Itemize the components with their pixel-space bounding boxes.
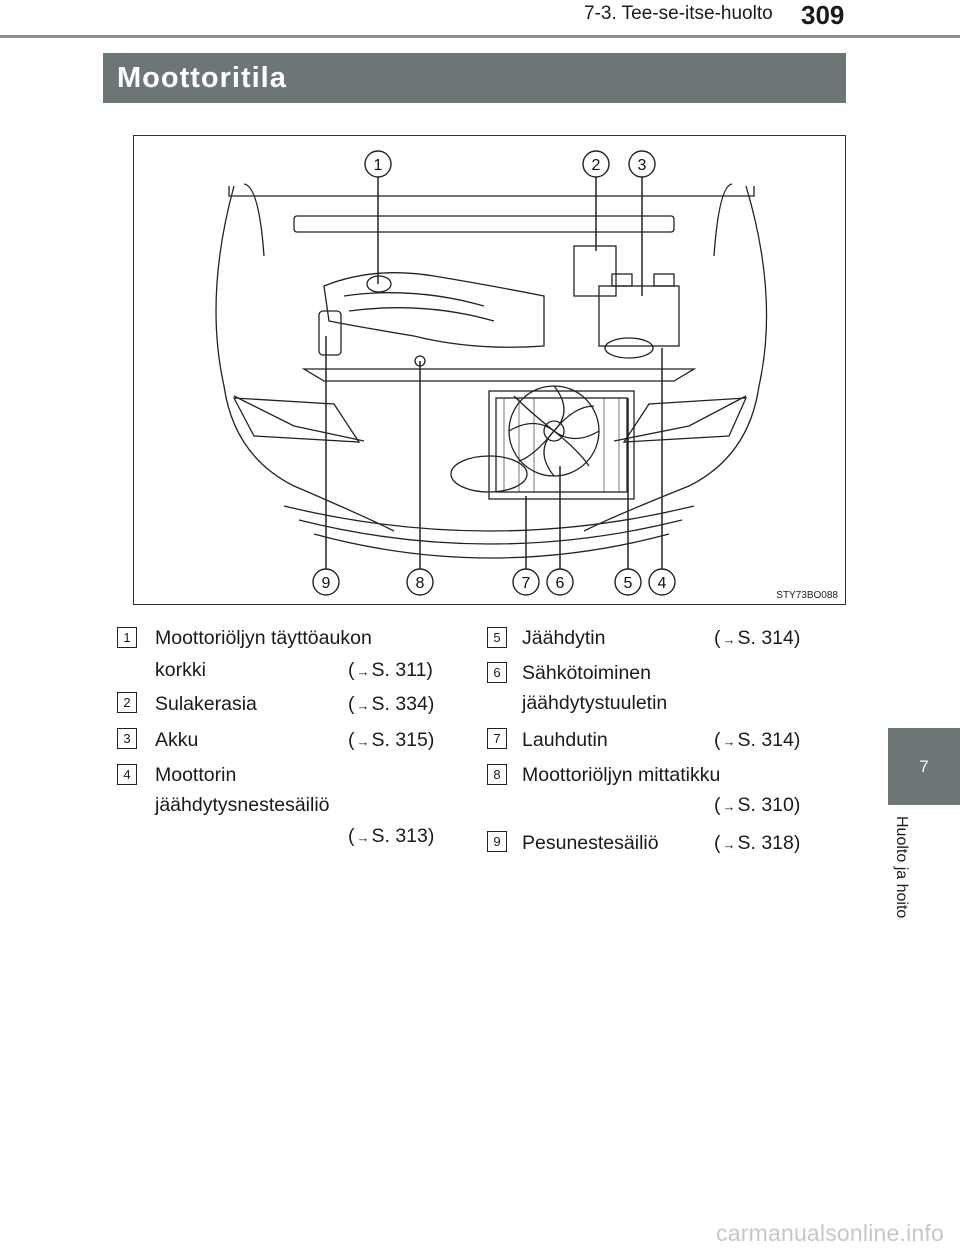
callout-9-circle [312,568,340,596]
callout-3-circle [628,150,656,178]
item-7-line1: Lauhdutin [522,729,608,751]
item-9-line1: Pesunestesäiliö [522,832,659,854]
arrow-icon: → [722,837,736,852]
chapter-side-label: Huolto ja hoito [893,816,910,919]
title-bar: Moottoritila [103,53,846,103]
item-2-line1: Sulakerasia [155,693,257,715]
item-7-badge: 7 [487,728,507,749]
page-number: 309 [801,0,845,30]
callout-1-label: 1 [374,157,383,174]
callout-8-label: 8 [416,575,425,592]
figure-code: STY73BO088 [776,590,838,601]
item-4-line2: jäähdytysnestesäiliö [155,794,330,816]
item-1-ref: (→S. 311) [348,659,433,681]
chapter-tab[interactable]: 7 [888,728,960,805]
item-4-ref: (→S. 313) [348,825,435,847]
item-1-line1: Moottoriöljyn täyttöaukon [155,627,372,649]
item-3-badge: 3 [117,728,137,749]
callout-3-label: 3 [638,157,647,174]
arrow-icon: → [356,698,370,713]
item-4-line1: Moottorin [155,764,237,786]
callout-7-circle [512,568,540,596]
callout-5-label: 5 [624,575,633,592]
item-9-badge: 9 [487,831,507,852]
item-7-ref: (→S. 314) [714,729,801,751]
item-1-badge: 1 [117,627,137,648]
item-5-ref: (→S. 314) [714,627,801,649]
header-divider [0,35,960,38]
item-3-line1: Akku [155,729,199,751]
item-9-ref: (→S. 318) [714,832,801,854]
arrow-icon: → [722,632,736,647]
item-3-ref: (→S. 315) [348,729,435,751]
callout-4-circle [648,568,676,596]
item-1-line2: korkki [155,659,206,681]
item-8-ref: (→S. 310) [714,794,801,816]
engine-bay-illustration: 1 2 3 9 8 7 6 5 4 [215,150,768,596]
item-8-line1: Moottoriöljyn mittatikku [522,764,721,786]
arrow-icon: → [356,830,370,845]
callout-1-circle [364,150,392,178]
engine-bay-figure: 1 2 3 9 8 7 6 5 4 STY73BO088 [133,135,846,605]
item-8-badge: 8 [487,764,507,785]
callout-6-circle [546,568,574,596]
item-6-line2: jäähdytystuuletin [522,692,668,714]
callout-5-circle [614,568,642,596]
callout-2-circle [582,150,610,178]
section-heading: 7-3. Tee-se-itse-huolto [584,3,773,24]
callout-2-label: 2 [592,157,601,174]
item-6-badge: 6 [487,662,507,683]
callout-6-label: 6 [556,575,565,592]
page-title: Moottoritila [117,62,287,94]
item-2-ref: (→S. 334) [348,693,435,715]
item-5-line1: Jäähdytin [522,627,606,649]
item-6-line1: Sähkötoiminen [522,662,651,684]
item-5-badge: 5 [487,627,507,648]
item-2-badge: 2 [117,692,137,713]
arrow-icon: → [356,664,370,679]
arrow-icon: → [722,799,736,814]
callout-9-label: 9 [322,575,331,592]
callout-4-label: 4 [658,575,667,592]
arrow-icon: → [356,734,370,749]
callout-7-label: 7 [522,575,531,592]
callout-8-circle [406,568,434,596]
arrow-icon: → [722,734,736,749]
item-4-badge: 4 [117,764,137,785]
footer-watermark: carmanualsonline.info [716,1220,944,1246]
